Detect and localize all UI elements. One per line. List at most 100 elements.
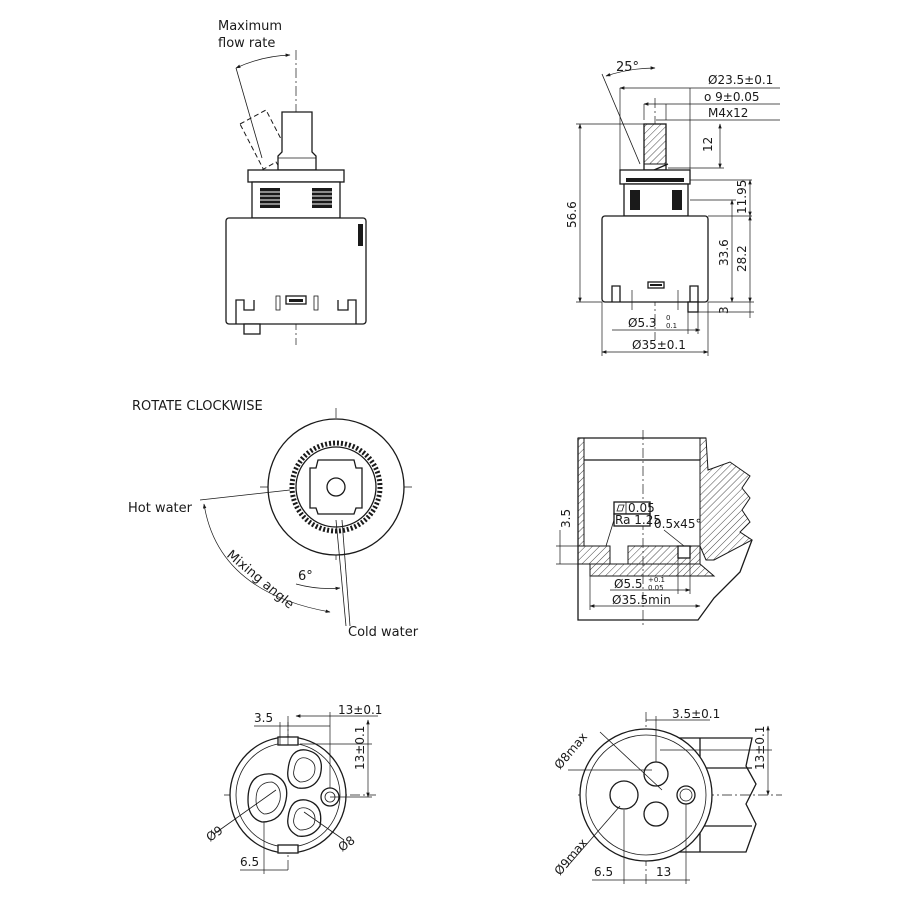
flow-rate-leader bbox=[235, 67, 263, 159]
view-seat-bottom: Ø8max 3.5±0.1 13±0.1 Ø9max 6.5 13 bbox=[552, 707, 782, 884]
angle-25-arc bbox=[605, 66, 656, 77]
angle-6-arc bbox=[295, 583, 341, 591]
label-25deg: 25° bbox=[616, 60, 639, 75]
label-6deg: 6° bbox=[298, 569, 313, 584]
roughness-leader bbox=[605, 519, 615, 547]
label-5-5-tol-lower: 0.05 bbox=[648, 584, 664, 592]
hot-water-leader bbox=[199, 489, 291, 501]
label-6-5-bl: 6.5 bbox=[240, 855, 259, 869]
label-cold-water: Cold water bbox=[348, 625, 419, 640]
heading-rotate-clockwise: ROTATE CLOCKWISE bbox=[132, 399, 263, 414]
label-3: 3 bbox=[717, 306, 731, 314]
wall-right-hatch bbox=[699, 437, 753, 561]
label-chamfer: 0.5x45° bbox=[654, 517, 701, 531]
body-mark bbox=[358, 224, 363, 246]
chamfer-leader bbox=[663, 529, 685, 547]
seat-bottom-inner bbox=[585, 734, 707, 856]
lobe-bottom-right bbox=[287, 799, 322, 837]
caption-flow-rate: flow rate bbox=[218, 36, 275, 51]
leader-8max-diag bbox=[599, 731, 663, 791]
label-28-2: 28.2 bbox=[735, 245, 749, 272]
spring-side-right bbox=[672, 190, 682, 210]
label-dia-9: o 9±0.05 bbox=[704, 90, 760, 104]
body-window-fill bbox=[289, 299, 303, 302]
wall-left-hatch bbox=[577, 437, 585, 547]
label-56-6: 56.6 bbox=[565, 201, 579, 228]
seat-outline bbox=[577, 438, 753, 621]
body-notch-right bbox=[337, 299, 357, 324]
view-cartridge-front: Maximum flow rate bbox=[218, 19, 367, 345]
label-3-5-bl: 3.5 bbox=[254, 711, 273, 725]
stem bbox=[277, 111, 317, 171]
chamfer-hole bbox=[677, 545, 691, 559]
seat-body-edge bbox=[699, 738, 752, 769]
label-dia-5-3: Ø5.3 bbox=[628, 316, 657, 330]
label-9max: Ø9max bbox=[552, 836, 591, 878]
pin-side bbox=[687, 301, 699, 313]
seat-bottom-outer bbox=[579, 728, 713, 862]
body-slot-2 bbox=[313, 295, 319, 311]
label-11-95: 11.95 bbox=[735, 180, 749, 214]
label-dia-23-5: Ø23.5±0.1 bbox=[708, 73, 773, 87]
cold-water-leader-1 bbox=[335, 519, 347, 627]
label-dia-35: Ø35±0.1 bbox=[632, 338, 686, 352]
leader-dia-9 bbox=[213, 789, 277, 835]
label-roughness: Ra 1.25 bbox=[615, 513, 661, 527]
body-side-notches bbox=[611, 285, 699, 302]
label-5-5-tol-upper: +0.1 bbox=[648, 576, 665, 584]
spring-right bbox=[312, 188, 332, 208]
stem-thread-hatch bbox=[643, 123, 667, 165]
label-5-3-tol-lower: 0.1 bbox=[666, 322, 677, 330]
label-m4x12: M4x12 bbox=[708, 106, 748, 120]
plate-left-hatch bbox=[577, 545, 611, 565]
lobe-tr-inner bbox=[293, 757, 316, 783]
view-seat-section: 0.05 Ra 1.25 0.5x45° 3.5 Ø5.5 +0.1 0.05 … bbox=[556, 430, 753, 625]
lobe-left-inner bbox=[255, 781, 281, 815]
body-slot-1 bbox=[275, 295, 281, 311]
spring-side-left bbox=[630, 190, 640, 210]
label-13-v-bl: 13±0.1 bbox=[353, 726, 367, 770]
label-flatness: 0.05 bbox=[628, 501, 655, 515]
body-notch-left bbox=[235, 299, 255, 324]
cold-water-leader-2 bbox=[341, 519, 351, 627]
label-dia-5-5: Ø5.5 bbox=[614, 577, 643, 591]
view-cartridge-bottom: 3.5 13±0.1 13±0.1 Ø9 Ø8 6.5 bbox=[204, 703, 382, 874]
base-hatch bbox=[589, 563, 716, 577]
flow-rate-arc bbox=[235, 53, 291, 69]
lobe-top-right bbox=[287, 749, 323, 789]
label-3-5-seat: 3.5 bbox=[559, 509, 573, 528]
label-6-5-br: 6.5 bbox=[594, 865, 613, 879]
hole-top bbox=[643, 761, 669, 787]
label-dia-9-bl: Ø9 bbox=[204, 823, 226, 844]
view-cartridge-dimensioned: 25° Ø23.5±0.1 o 9±0.05 M4x12 12 bbox=[565, 60, 780, 356]
flatness-symbol bbox=[616, 504, 625, 512]
label-13-br: 13 bbox=[656, 865, 671, 879]
stem-hole bbox=[326, 477, 346, 497]
leader-dia-8 bbox=[303, 811, 345, 841]
label-8max: Ø8max bbox=[552, 730, 591, 772]
label-33-6: 33.6 bbox=[717, 239, 731, 266]
view-rotation: ROTATE CLOCKWISE Hot water Mixing angle … bbox=[128, 399, 419, 640]
pin bbox=[243, 323, 261, 335]
label-12: 12 bbox=[701, 137, 715, 152]
collar-top bbox=[247, 169, 345, 183]
label-3-5-br: 3.5±0.1 bbox=[672, 707, 720, 721]
hole-large bbox=[609, 780, 639, 810]
label-dia-35-5: Ø35.5min bbox=[612, 593, 671, 607]
seat-body-edge-2 bbox=[699, 825, 752, 852]
label-13-h-bl: 13±0.1 bbox=[338, 703, 382, 717]
bottom-tab-bottom bbox=[277, 844, 299, 854]
body-side-window-fill bbox=[650, 284, 662, 286]
angle-25-leader bbox=[601, 73, 641, 165]
body-side bbox=[601, 215, 709, 303]
leader-9max bbox=[565, 805, 621, 869]
stem-tilted-outline bbox=[239, 109, 297, 183]
label-hot-water: Hot water bbox=[128, 501, 193, 516]
collar-band bbox=[626, 178, 684, 182]
hole-small-inner bbox=[679, 788, 693, 802]
lobe-br-inner bbox=[293, 807, 316, 831]
caption-maximum: Maximum bbox=[218, 19, 282, 34]
seat-body-outline bbox=[646, 737, 757, 853]
mixing-angle-arc bbox=[203, 503, 331, 613]
